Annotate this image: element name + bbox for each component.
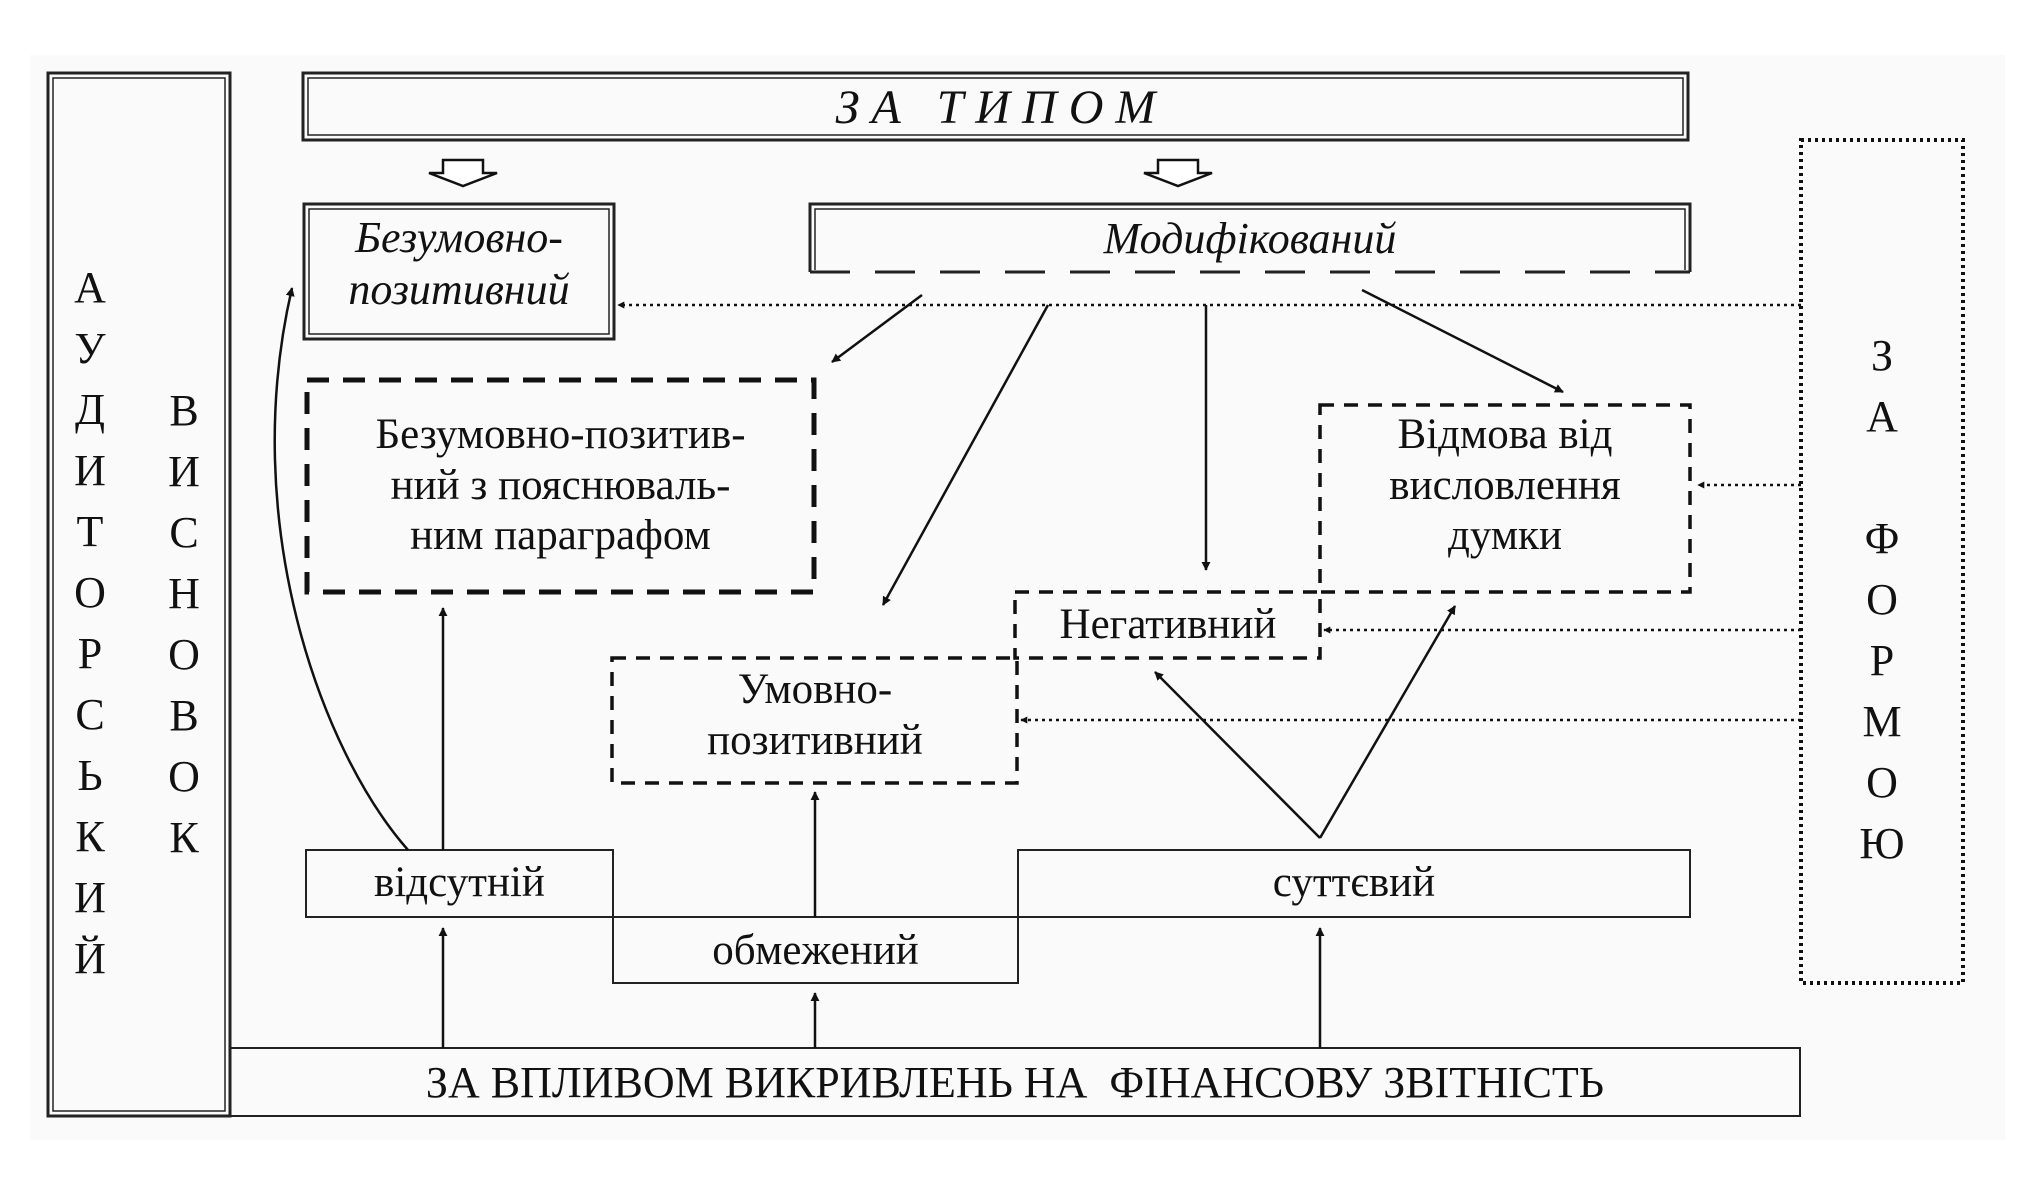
modified-box xyxy=(808,202,1692,274)
arrow-modified-to-paragraph xyxy=(831,293,923,364)
disclaimer-label: Відмова від висловлення думки xyxy=(1389,411,1621,560)
arrow-modified-to-disclaimer xyxy=(1361,288,1564,394)
conditional-positive-label: Умовно- позитивний xyxy=(707,666,923,764)
impact-material-label: суттєвий xyxy=(1272,859,1436,906)
impact-limited-label: обмежений xyxy=(712,927,919,974)
unconditional-positive-label: Безумовно- позитивний xyxy=(348,213,570,314)
arrow-material-to-negative xyxy=(1154,671,1321,839)
disclaimer-box xyxy=(1318,403,1692,594)
modified-label: Модифікований xyxy=(1103,214,1397,263)
left-vertical-title-2: В И С Н О В О К xyxy=(168,386,200,862)
dotted-arrows xyxy=(617,301,1801,724)
unqualified-with-paragraph-box xyxy=(304,377,817,595)
negative-box xyxy=(1013,590,1322,660)
by-type-title: З А Т И П О М xyxy=(835,81,1156,134)
solid-arrows xyxy=(273,287,1564,1048)
impact-absent-box xyxy=(305,849,614,918)
conditional-positive-box xyxy=(610,656,1019,785)
right-vertical-title: З А Ф О Р М О Ю xyxy=(1859,331,1905,868)
left-vertical-title-1: А У Д И Т О Р С Ь К И Й xyxy=(74,263,106,983)
by-type-box xyxy=(301,71,1690,142)
unconditional-positive-box xyxy=(302,202,616,341)
arrow-material-to-disclaimer xyxy=(1318,605,1457,839)
impact-absent-label: відсутній xyxy=(374,859,545,906)
negative-label: Негативний xyxy=(1059,601,1277,648)
by-impact-box xyxy=(229,1047,1801,1117)
down-arrow-left xyxy=(428,158,498,188)
impact-material-box xyxy=(1017,849,1691,918)
down-arrow-right xyxy=(1143,158,1213,188)
arrow-modified-to-conditional xyxy=(881,304,1050,606)
left-title-box xyxy=(46,71,232,1118)
arrow-absent-to-unconditional xyxy=(273,287,409,851)
by-form-box xyxy=(1799,138,1965,985)
unqualified-with-paragraph-label: Безумовно-позитив- ний з пояснюваль- ним… xyxy=(375,411,746,560)
by-impact-title: ЗА ВПЛИВОМ ВИКРИВЛЕНЬ НА ФІНАНСОВУ ЗВІТН… xyxy=(425,1058,1605,1107)
